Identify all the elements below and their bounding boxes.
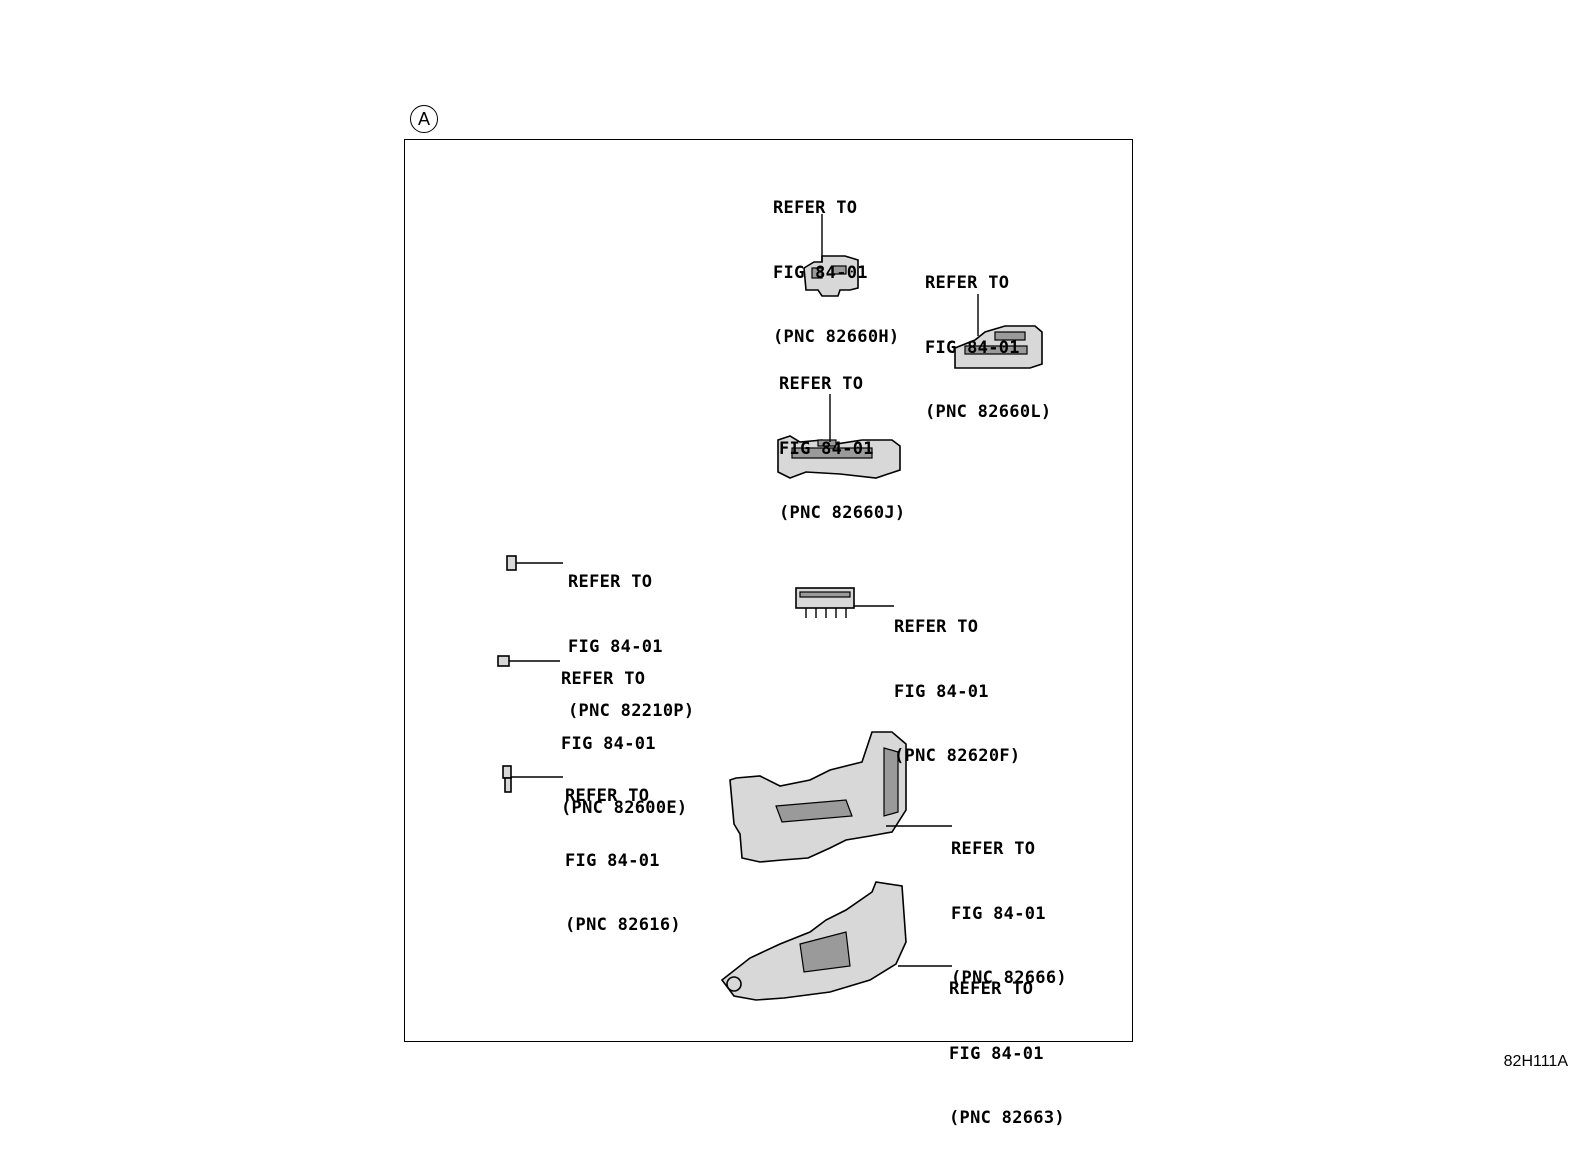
view-marker-label: A — [417, 108, 430, 129]
part-82620f[interactable] — [795, 587, 894, 618]
callout-82663: REFER TO FIG 84-01 (PNC 82663) — [949, 936, 1065, 1151]
callout-line-refer: REFER TO — [779, 374, 864, 394]
callout-line-pnc: (PNC 82663) — [949, 1108, 1065, 1128]
callout-82660l: REFER TO FIG 84-01 (PNC 82660L) — [925, 230, 1051, 445]
part-82616[interactable] — [502, 765, 563, 793]
callout-line-refer: REFER TO — [568, 572, 653, 592]
part-82666[interactable] — [729, 731, 952, 863]
view-marker-circle: A — [410, 105, 438, 133]
callout-82666: REFER TO FIG 84-01 (PNC 82666) — [951, 796, 1067, 1011]
part-82660h[interactable] — [803, 214, 859, 297]
callout-line-refer: REFER TO — [925, 273, 1010, 293]
parts-illustration — [497, 214, 1043, 1001]
callout-line-refer: REFER TO — [894, 617, 979, 637]
callout-82616: REFER TO FIG 84-01 (PNC 82616) — [565, 743, 681, 958]
callout-82600e: REFER TO FIG 84-01 (PNC 82600E) — [561, 626, 687, 841]
callout-line-pnc: (PNC 82660L) — [925, 402, 1052, 422]
callout-line-pnc: (PNC 82600E) — [561, 798, 688, 818]
callout-line-refer: REFER TO — [565, 786, 650, 806]
callout-line-fig: FIG 84-01 — [565, 850, 660, 871]
callout-line-fig: FIG 84-01 — [951, 903, 1046, 924]
callout-line-fig: FIG 84-01 — [568, 636, 663, 657]
callout-line-fig: FIG 84-01 — [773, 262, 868, 283]
callout-82210p: REFER TO FIG 84-01 (PNC 82210P) — [568, 529, 694, 744]
callout-line-fig: FIG 84-01 — [561, 733, 656, 754]
diagram-code: 82H111A — [1503, 1053, 1568, 1070]
callout-line-refer: REFER TO — [561, 669, 646, 689]
callout-line-pnc: (PNC 82660H) — [773, 327, 900, 347]
callout-line-pnc: (PNC 82666) — [951, 968, 1067, 988]
diagram-frame — [404, 139, 1133, 1042]
callout-line-pnc: (PNC 82660J) — [779, 503, 906, 523]
callout-line-pnc: (PNC 82210P) — [568, 701, 695, 721]
part-82663[interactable] — [720, 881, 952, 1001]
callout-line-refer: REFER TO — [773, 198, 858, 218]
callout-82660h: REFER TO FIG 84-01 (PNC 82660H) — [773, 155, 899, 370]
part-82660l[interactable] — [954, 294, 1043, 369]
callout-line-pnc: (PNC 82620F) — [894, 746, 1021, 766]
callout-line-pnc: (PNC 82616) — [565, 915, 681, 935]
part-82600e[interactable] — [497, 655, 560, 667]
callout-line-refer: REFER TO — [951, 839, 1036, 859]
callout-line-fig: FIG 84-01 — [949, 1043, 1044, 1064]
part-82660j[interactable] — [777, 394, 901, 479]
callout-line-fig: FIG 84-01 — [925, 337, 1020, 358]
callout-line-fig: FIG 84-01 — [779, 438, 874, 459]
callout-line-refer: REFER TO — [949, 979, 1034, 999]
callout-82660j: REFER TO FIG 84-01 (PNC 82660J) — [779, 331, 905, 546]
callout-82620f: REFER TO FIG 84-01 (PNC 82620F) — [894, 574, 1020, 789]
part-82210p[interactable] — [506, 555, 563, 571]
callout-line-fig: FIG 84-01 — [894, 681, 989, 702]
